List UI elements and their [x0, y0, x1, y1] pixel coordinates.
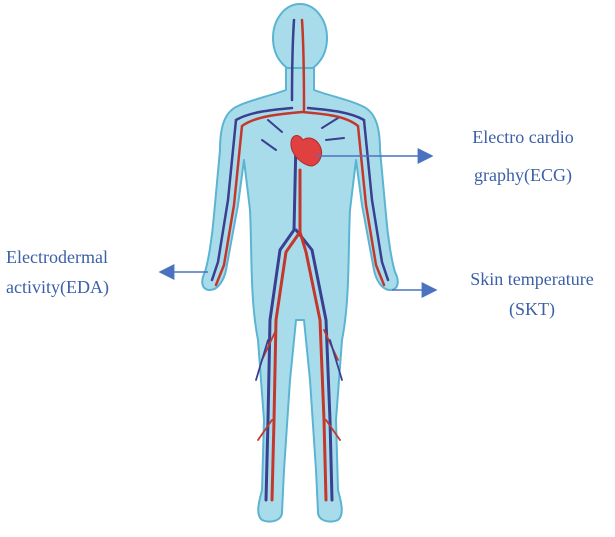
skt-label: Skin temperature (SKT) — [452, 264, 612, 324]
eda-label-line1: Electrodermal — [6, 242, 156, 272]
skt-label-line2: (SKT) — [452, 294, 612, 324]
skt-label-line1: Skin temperature — [452, 264, 612, 294]
eda-label: Electrodermal activity(EDA) — [6, 242, 156, 302]
eda-label-line2: activity(EDA) — [6, 272, 156, 302]
ecg-label: Electro cardio graphy(ECG) — [452, 122, 594, 190]
human-body-icon — [202, 4, 397, 522]
ecg-label-line1: Electro cardio — [452, 122, 594, 152]
ecg-label-line2: graphy(ECG) — [452, 160, 594, 190]
